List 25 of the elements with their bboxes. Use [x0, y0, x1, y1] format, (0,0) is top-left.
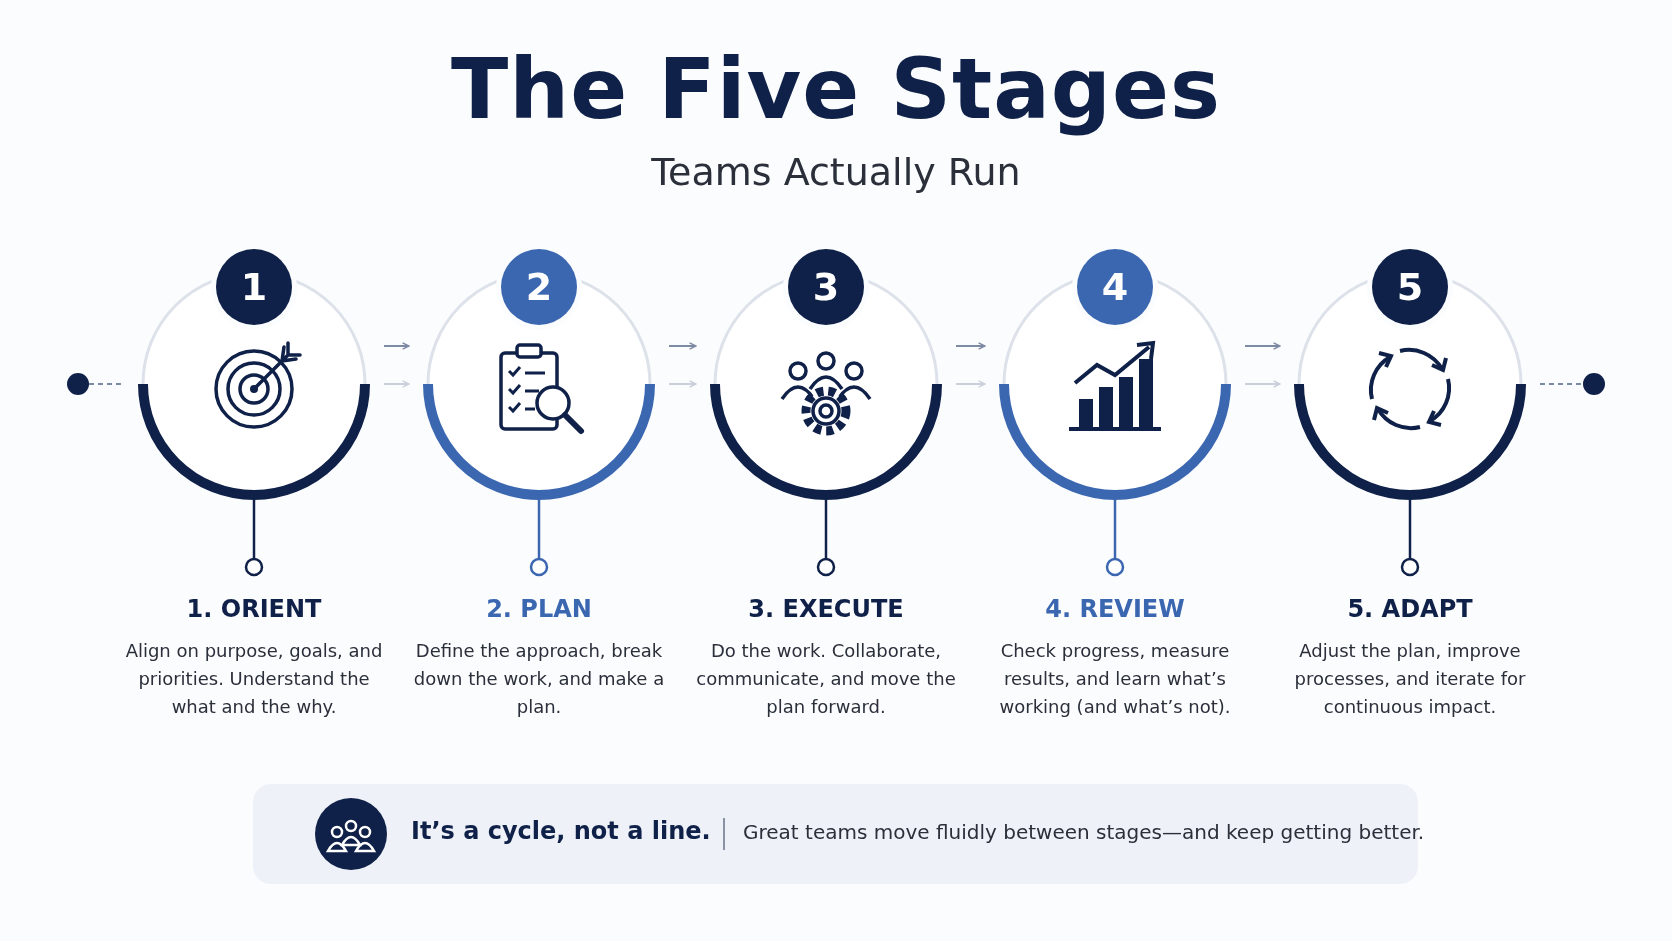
end-dot [67, 373, 89, 395]
dashed-connector [1539, 383, 1584, 385]
arrow [955, 380, 986, 388]
banner-heading: It’s a cycle, not a line. [411, 817, 711, 845]
arrow [383, 342, 410, 350]
stage-description: Define the approach, break down the work, and make a plan. [412, 639, 666, 719]
stage-description: Do the work. Collaborate, communicate, and move the plan forward. [696, 639, 956, 719]
stage-heading: 1. ORIENT [185, 595, 323, 623]
stage-heading: 2. PLAN [485, 595, 593, 623]
stage-heading: 5. ADAPT [1346, 595, 1474, 623]
arrow [668, 342, 697, 350]
main-title: The Five Stages [450, 40, 1222, 138]
banner-text: Great teams move fluidly between stages—and keep getting better. [743, 820, 1425, 844]
arrow [1244, 342, 1281, 350]
arrow [955, 342, 986, 350]
stage-description: Check progress, measure results, and learn what’s working (and what’s not). [998, 639, 1232, 719]
end-dot [1583, 373, 1605, 395]
arrow [1244, 380, 1281, 388]
stage-description: Align on purpose, goals, and priorities. Understand the what and the why. [124, 639, 384, 719]
arrow [668, 380, 697, 388]
stage-heading: 4. REVIEW [1044, 595, 1186, 623]
stage-description: Adjust the plan, improve processes, and iterate for continuous impact. [1293, 639, 1527, 719]
stage-heading: 3. EXECUTE [747, 595, 905, 623]
subtitle: Teams Actually Run [650, 150, 1022, 194]
arrow [383, 380, 410, 388]
